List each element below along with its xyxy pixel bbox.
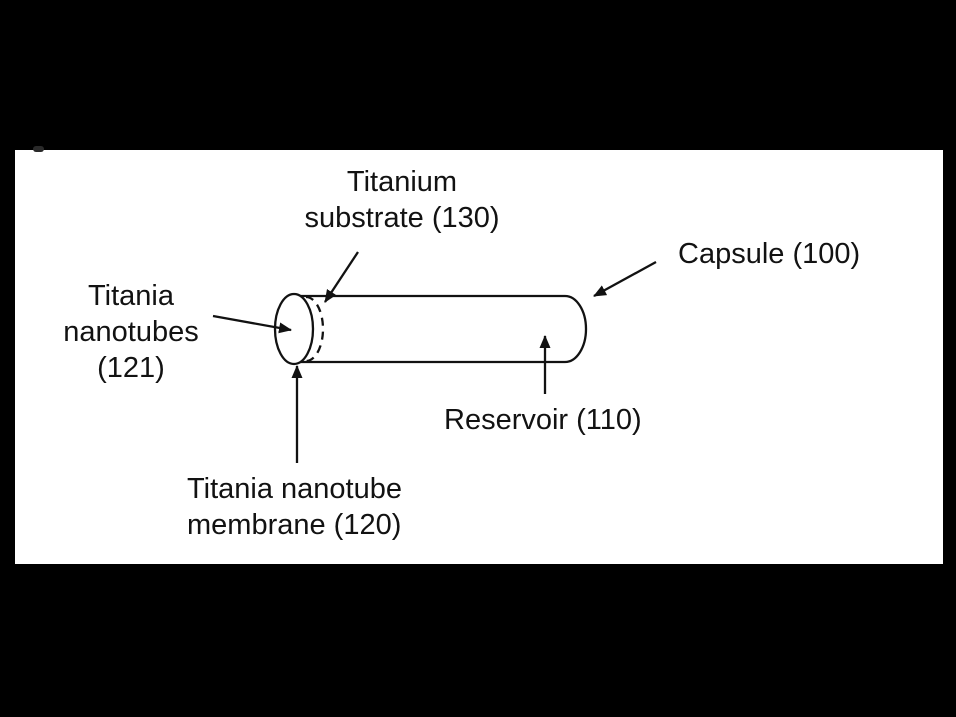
label-titania-nanotube-membrane: Titania nanotube membrane (120) <box>187 471 402 543</box>
label-titania-nanotubes-line3: (121) <box>97 352 165 384</box>
label-titania-nanotubes-line1: Titania <box>88 280 174 312</box>
label-titanium-substrate-line2: substrate (130) <box>304 202 500 234</box>
substrate-arrow <box>324 251 359 303</box>
label-titanium-substrate: Titanium substrate (130) <box>304 164 499 236</box>
substrate-dashed-edge <box>305 295 325 363</box>
label-membrane-line1: Titania nanotube <box>187 473 402 505</box>
label-capsule: Capsule (100) <box>678 238 861 270</box>
nanotube-membrane-face <box>273 292 315 366</box>
capsule-arrow <box>593 260 657 298</box>
label-titania-nanotubes-line2: nanotubes <box>63 316 199 348</box>
scan-artifact <box>33 146 44 152</box>
nanotubes-arrow <box>212 314 292 334</box>
capsule-body <box>300 294 588 364</box>
label-titania-nanotubes: Titania nanotubes (121) <box>63 278 198 386</box>
label-reservoir: Reservoir (110) <box>444 404 642 436</box>
label-membrane-line2: membrane (120) <box>187 509 402 541</box>
label-titanium-substrate-line1: Titanium <box>346 166 458 198</box>
